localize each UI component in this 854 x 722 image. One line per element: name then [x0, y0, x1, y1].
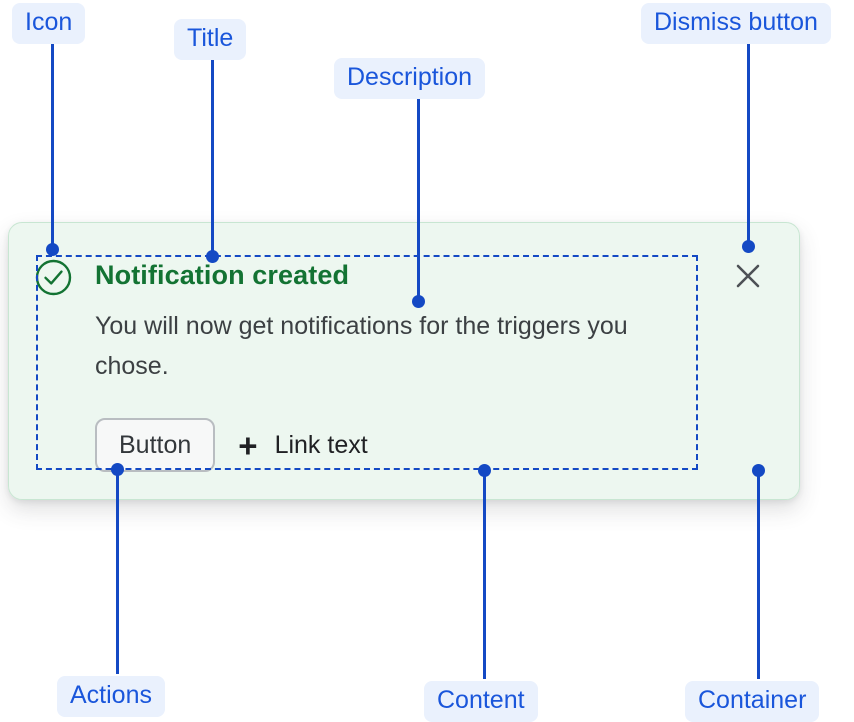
annotation-line-content [483, 473, 486, 679]
notification-title: Notification created [95, 260, 350, 290]
annotation-dot-description [412, 295, 425, 308]
annotation-label-content: Content [424, 681, 538, 722]
annotation-label-actions: Actions [57, 676, 165, 717]
annotation-dot-title [206, 250, 219, 263]
annotation-dot-container [752, 464, 765, 477]
annotation-dot-content [478, 464, 491, 477]
annotation-line-icon [51, 42, 54, 249]
notification-description: You will now get notifications for the t… [95, 312, 628, 380]
annotation-label-container: Container [685, 681, 820, 722]
close-icon [734, 262, 762, 293]
annotation-line-actions [116, 470, 119, 674]
action-link[interactable]: Link text [274, 430, 368, 459]
content-region-outline [36, 255, 698, 470]
annotation-label-title: Title [174, 19, 247, 60]
annotation-line-container [757, 473, 760, 679]
annotation-line-dismiss [747, 42, 750, 245]
annotation-line-title [211, 58, 214, 256]
annotation-line-description [417, 97, 420, 300]
annotation-label-dismiss: Dismiss button [641, 3, 831, 44]
dismiss-button[interactable] [731, 260, 765, 294]
annotation-label-icon: Icon [12, 3, 86, 44]
annotation-dot-actions [111, 463, 124, 476]
annotation-label-description: Description [334, 58, 486, 99]
plus-icon: + [238, 426, 258, 464]
annotation-dot-icon [46, 243, 59, 256]
annotation-dot-dismiss [742, 240, 755, 253]
